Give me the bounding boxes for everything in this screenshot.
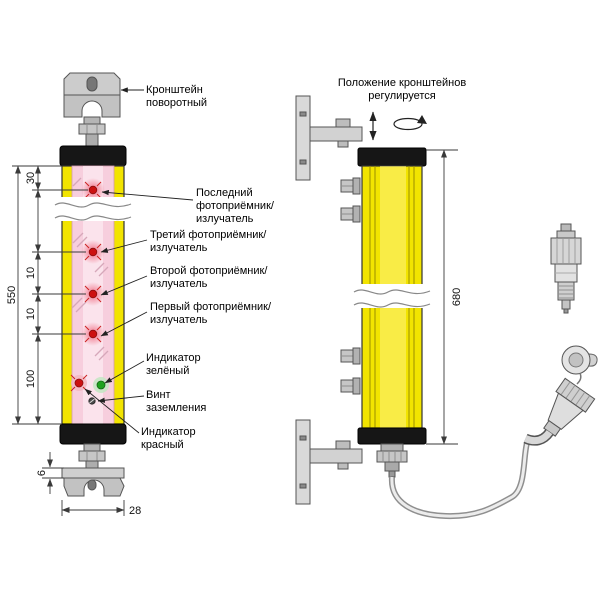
protective-cap <box>561 345 598 385</box>
label-second-receiver: Второй фотоприёмник/излучатель <box>150 265 268 290</box>
leader-lines <box>84 87 194 434</box>
label-adjust-note: Положение кронштейнов регулируется <box>337 77 467 102</box>
ground-screw <box>88 397 96 405</box>
glass-hatch-marks <box>71 177 109 361</box>
top-end-cap <box>59 145 127 167</box>
dim-30: 30 <box>25 172 37 184</box>
dimension-lines-front <box>12 165 125 516</box>
connector-body <box>523 377 596 446</box>
bottom-end-cap <box>59 423 127 445</box>
dimension-texts-front: 30 550 10 10 100 6 28 <box>6 172 141 517</box>
dim-6: 6 <box>36 470 48 476</box>
dimension-680 <box>426 149 458 445</box>
straight-connector <box>550 223 582 314</box>
dim-100: 100 <box>25 370 37 388</box>
green-indicator-led <box>93 377 109 393</box>
label-last-receiver: Последний фотоприёмник/излучатель <box>196 187 274 225</box>
label-green-indicator: Индикатор зелёный <box>146 352 201 377</box>
dim-28: 28 <box>129 505 141 517</box>
label-red-indicator: Индикатор красный <box>141 426 196 451</box>
photo-emitter-last <box>84 181 102 199</box>
rotating-bracket-bottom <box>61 443 125 497</box>
side-view: 680 <box>295 95 463 505</box>
dim-550: 550 <box>6 286 18 304</box>
signal-cable <box>388 442 530 520</box>
clamp-bolts <box>340 177 361 395</box>
side-top-cap <box>357 147 427 167</box>
lower-mounting-bracket <box>295 419 363 505</box>
side-bottom-cap <box>357 427 427 445</box>
rotate-arrow-icon <box>393 115 427 131</box>
upper-mounting-bracket <box>295 95 363 181</box>
cable-gland <box>376 443 408 478</box>
photo-emitter-third <box>84 243 102 261</box>
photo-emitter-second <box>84 285 102 303</box>
label-third-receiver: Третий фотоприёмник/излучатель <box>150 229 267 254</box>
red-indicator-led <box>70 374 88 392</box>
dim-680: 680 <box>451 288 463 306</box>
angled-connector <box>523 345 598 446</box>
truncation-break <box>54 197 132 221</box>
truncation-break-side <box>353 284 431 308</box>
dim-10a: 10 <box>25 267 37 279</box>
label-rotating-bracket: Кронштейн поворотный <box>146 84 208 109</box>
dim-10b: 10 <box>25 308 37 320</box>
photo-emitter-first <box>84 325 102 343</box>
front-view <box>54 72 132 497</box>
label-first-receiver: Первый фотоприёмник/излучатель <box>150 301 272 326</box>
label-ground-screw: Винт заземления <box>146 389 207 414</box>
rotating-bracket-top <box>63 72 121 148</box>
